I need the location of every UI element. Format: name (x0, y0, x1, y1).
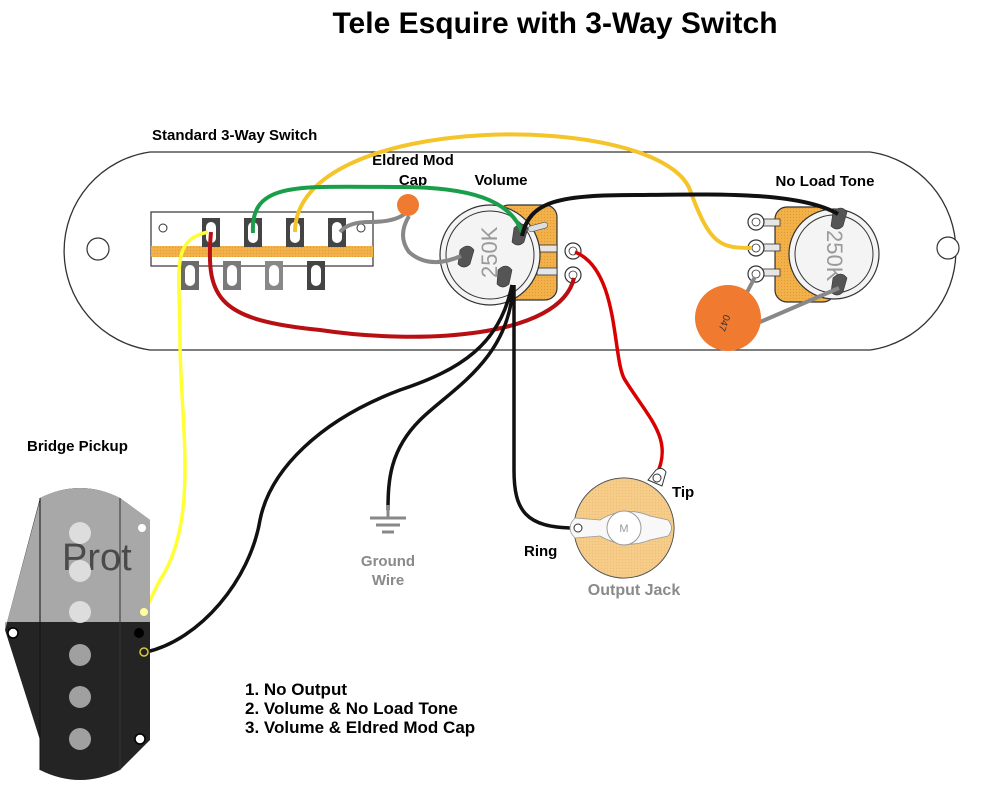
output-jack: M (569, 467, 675, 579)
pickup-label: Bridge Pickup (27, 438, 128, 455)
position-item: 2. Volume & No Load Tone (245, 699, 458, 718)
jack-label: Output Jack (588, 582, 681, 599)
eldred-mod-cap (338, 194, 462, 264)
plate-screw-hole-left (86, 237, 110, 261)
cap-label-line1: Eldred Mod (372, 152, 454, 169)
tone-label: No Load Tone (776, 173, 875, 190)
plate-screw-hole-right (936, 236, 960, 260)
volume-pot-value: 250K (477, 226, 502, 278)
wire-yellow-switch-to-tone (293, 132, 753, 250)
jack-tip-label: Tip (672, 484, 694, 501)
volume-label: Volume (474, 172, 527, 189)
diagram-title: Tele Esquire with 3-Way Switch (332, 7, 777, 40)
switch-label: Standard 3-Way Switch (152, 127, 317, 144)
ground-label-line1: Ground (361, 553, 415, 570)
wire-green-switch-to-volume (250, 184, 524, 234)
wire-red-volume-to-jack-tip (574, 250, 665, 479)
jack-ring-label: Ring (524, 543, 557, 560)
wire-black-volume-to-tone (520, 192, 840, 237)
volume-pot: 250K (439, 204, 582, 306)
bridge-pickup: Prot (5, 488, 150, 780)
wire-black-volume-to-ground (386, 284, 515, 511)
jack-center-mark: M (619, 523, 628, 535)
position-item: 3. Volume & Eldred Mod Cap (245, 718, 475, 737)
tone-capacitor: 047 (695, 276, 840, 351)
cap-label-line2: Cap (399, 172, 427, 189)
position-item: 1. No Output (245, 680, 347, 699)
wire-black-volume-to-pickup (145, 284, 514, 654)
tone-pot-value: 250K (822, 230, 847, 282)
three-way-switch (150, 211, 374, 290)
tone-pot: 250K (747, 206, 880, 303)
ground-label-line2: Wire (372, 572, 404, 589)
wire-black-volume-to-jack-ring (512, 285, 576, 530)
ground-symbol-icon (370, 505, 406, 534)
pickup-pole-pieces (69, 522, 91, 623)
wire-yellow-pickup-to-switch (142, 230, 209, 613)
wire-dark-red-switch-to-volume (207, 231, 576, 339)
switch-positions-list: 1. No Output 2. Volume & No Load Tone 3.… (245, 680, 475, 737)
